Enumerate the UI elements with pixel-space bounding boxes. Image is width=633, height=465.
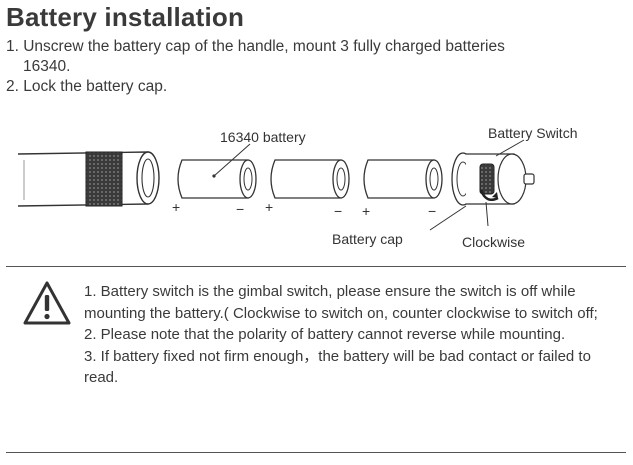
battery-3 (363, 159, 443, 199)
clockwise-label: Clockwise (462, 234, 525, 250)
page-title: Battery installation (6, 2, 245, 32)
step-1: 1. Unscrew the battery cap of the handle… (6, 37, 626, 77)
battery-label-leader (213, 143, 251, 177)
note-1: 1. Battery switch is the gimbal switch, … (84, 283, 598, 322)
step-1-line-2: 16340. (23, 58, 71, 75)
battery-3-minus-sign: − (428, 203, 436, 219)
battery-installation-diagram: + − + − + − 16340 battery Battery Switch… (17, 125, 577, 250)
battery-2-minus-sign: − (334, 203, 342, 219)
battery-label: 16340 battery (220, 129, 306, 145)
battery-cap (429, 139, 535, 231)
note-2: 2. Please note that the polarity of batt… (84, 326, 566, 343)
battery-1-minus-sign: − (236, 201, 244, 217)
battery-switch-label: Battery Switch (488, 125, 577, 141)
battery-cap-label: Battery cap (332, 231, 403, 247)
battery-2-plus-sign: + (265, 199, 273, 215)
step-1-line-1: 1. Unscrew the battery cap of the handle… (6, 38, 505, 55)
safety-notes: 1. Battery switch is the gimbal switch, … (84, 281, 624, 389)
instruction-steps: 1. Unscrew the battery cap of the handle… (6, 37, 626, 97)
notice-top-divider (6, 266, 626, 267)
battery-switch (479, 163, 495, 195)
warning-triangle-icon (23, 281, 71, 325)
cap-label-leader (429, 205, 467, 231)
step-2: 2. Lock the battery cap. (6, 78, 168, 95)
battery-1 (177, 143, 257, 199)
handle-tube (17, 151, 160, 207)
notice-bottom-divider (6, 452, 626, 453)
note-3: 3. If battery fixed not firm enough，the … (84, 347, 591, 387)
battery-3-plus-sign: + (362, 203, 370, 219)
knurled-grip (85, 151, 123, 207)
battery-2 (270, 159, 350, 199)
battery-1-plus-sign: + (172, 199, 180, 215)
clockwise-arrow-icon (479, 189, 499, 201)
switch-label-leader (495, 139, 525, 157)
